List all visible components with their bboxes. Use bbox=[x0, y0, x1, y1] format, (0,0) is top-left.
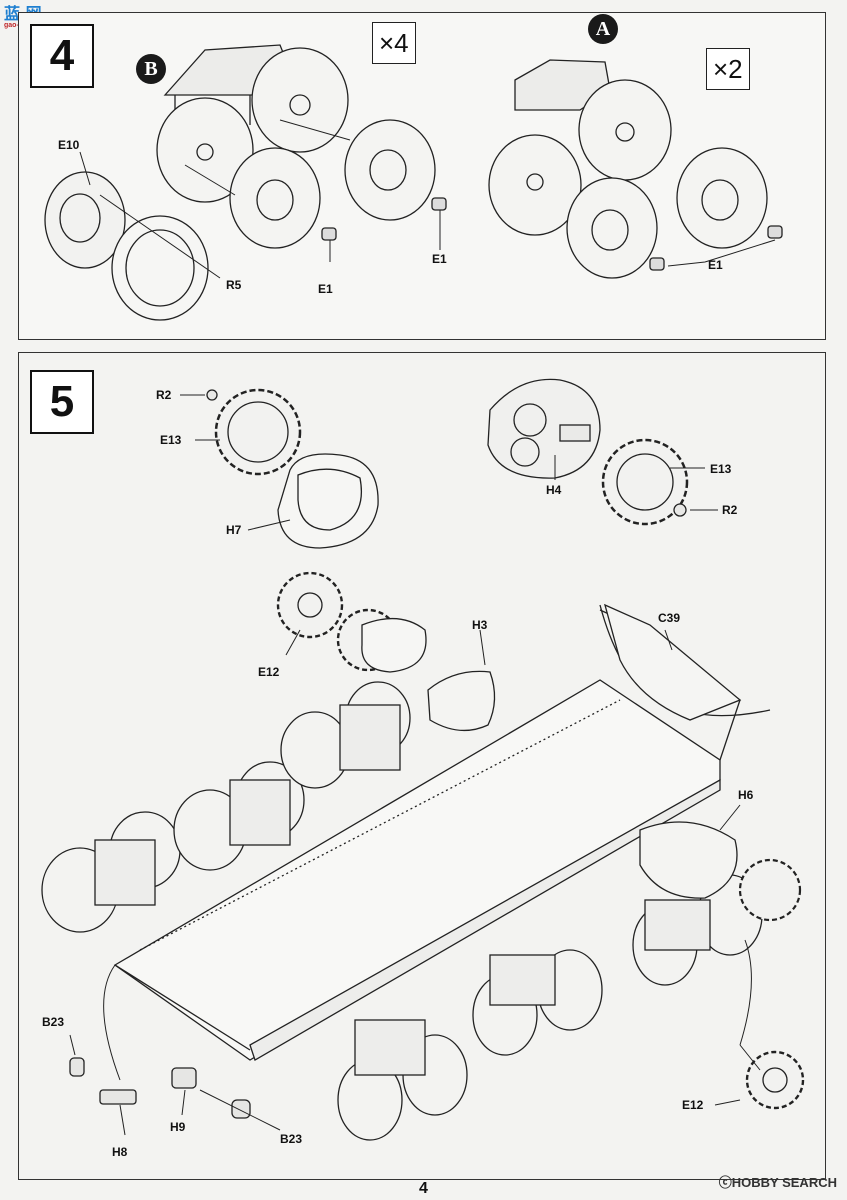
leader-lines-step4-right bbox=[667, 239, 776, 267]
sprocket-right bbox=[601, 438, 689, 526]
label-h9: H9 bbox=[170, 1120, 186, 1134]
multiplier-x2: ×2 bbox=[706, 48, 750, 90]
label-e1-a: E1 bbox=[318, 282, 333, 296]
leader-lines-step5-bottom bbox=[69, 629, 761, 1136]
label-e1-c: E1 bbox=[708, 258, 723, 272]
leader-lines-step4 bbox=[79, 119, 441, 279]
label-b23-right: B23 bbox=[280, 1132, 303, 1146]
label-e13-right: E13 bbox=[710, 462, 732, 476]
label-h6: H6 bbox=[738, 788, 754, 802]
final-drive-housing bbox=[487, 378, 601, 479]
wheel-and-tire bbox=[44, 171, 209, 321]
label-e10: E10 bbox=[58, 138, 80, 152]
step-5-panel bbox=[18, 352, 826, 1180]
label-h8: H8 bbox=[112, 1145, 128, 1159]
label-b23-left: B23 bbox=[42, 1015, 65, 1029]
suspension-units-upper bbox=[41, 681, 411, 933]
sprocket-e12-bottom bbox=[745, 1050, 805, 1110]
watermark: ⓒHOBBY SEARCH bbox=[718, 1175, 837, 1190]
step-4-number: 4 bbox=[30, 24, 94, 88]
label-e1-b: E1 bbox=[432, 252, 447, 266]
sprocket-e12-top bbox=[276, 571, 427, 673]
leader-lines-step5-top bbox=[180, 394, 718, 531]
label-h7: H7 bbox=[226, 523, 242, 537]
sprocket-left bbox=[206, 388, 379, 549]
badge-a: A bbox=[588, 14, 618, 44]
suspension-units-lower bbox=[337, 874, 763, 1141]
label-e12-bottom: E12 bbox=[682, 1098, 704, 1112]
hull-lower bbox=[113, 604, 771, 1061]
fender-c39 bbox=[604, 603, 742, 721]
multiplier-x4: ×4 bbox=[372, 22, 416, 64]
label-e13-left: E13 bbox=[160, 433, 182, 447]
road-wheels-left bbox=[156, 47, 447, 249]
label-e12-top: E12 bbox=[258, 665, 280, 679]
label-r5: R5 bbox=[226, 278, 242, 292]
label-h4: H4 bbox=[546, 483, 562, 497]
page-number: 4 bbox=[419, 1180, 428, 1197]
label-c39: C39 bbox=[658, 611, 681, 625]
road-wheels-right bbox=[488, 79, 783, 279]
label-r2-left: R2 bbox=[156, 388, 172, 402]
small-parts-bottom bbox=[69, 1057, 251, 1119]
badge-b: B bbox=[136, 54, 166, 84]
hull-side-plate-h3 bbox=[427, 670, 496, 732]
step-5-number: 5 bbox=[30, 370, 94, 434]
label-r2-right: R2 bbox=[722, 503, 738, 517]
label-h3: H3 bbox=[472, 618, 488, 632]
final-drive-right bbox=[639, 821, 802, 922]
